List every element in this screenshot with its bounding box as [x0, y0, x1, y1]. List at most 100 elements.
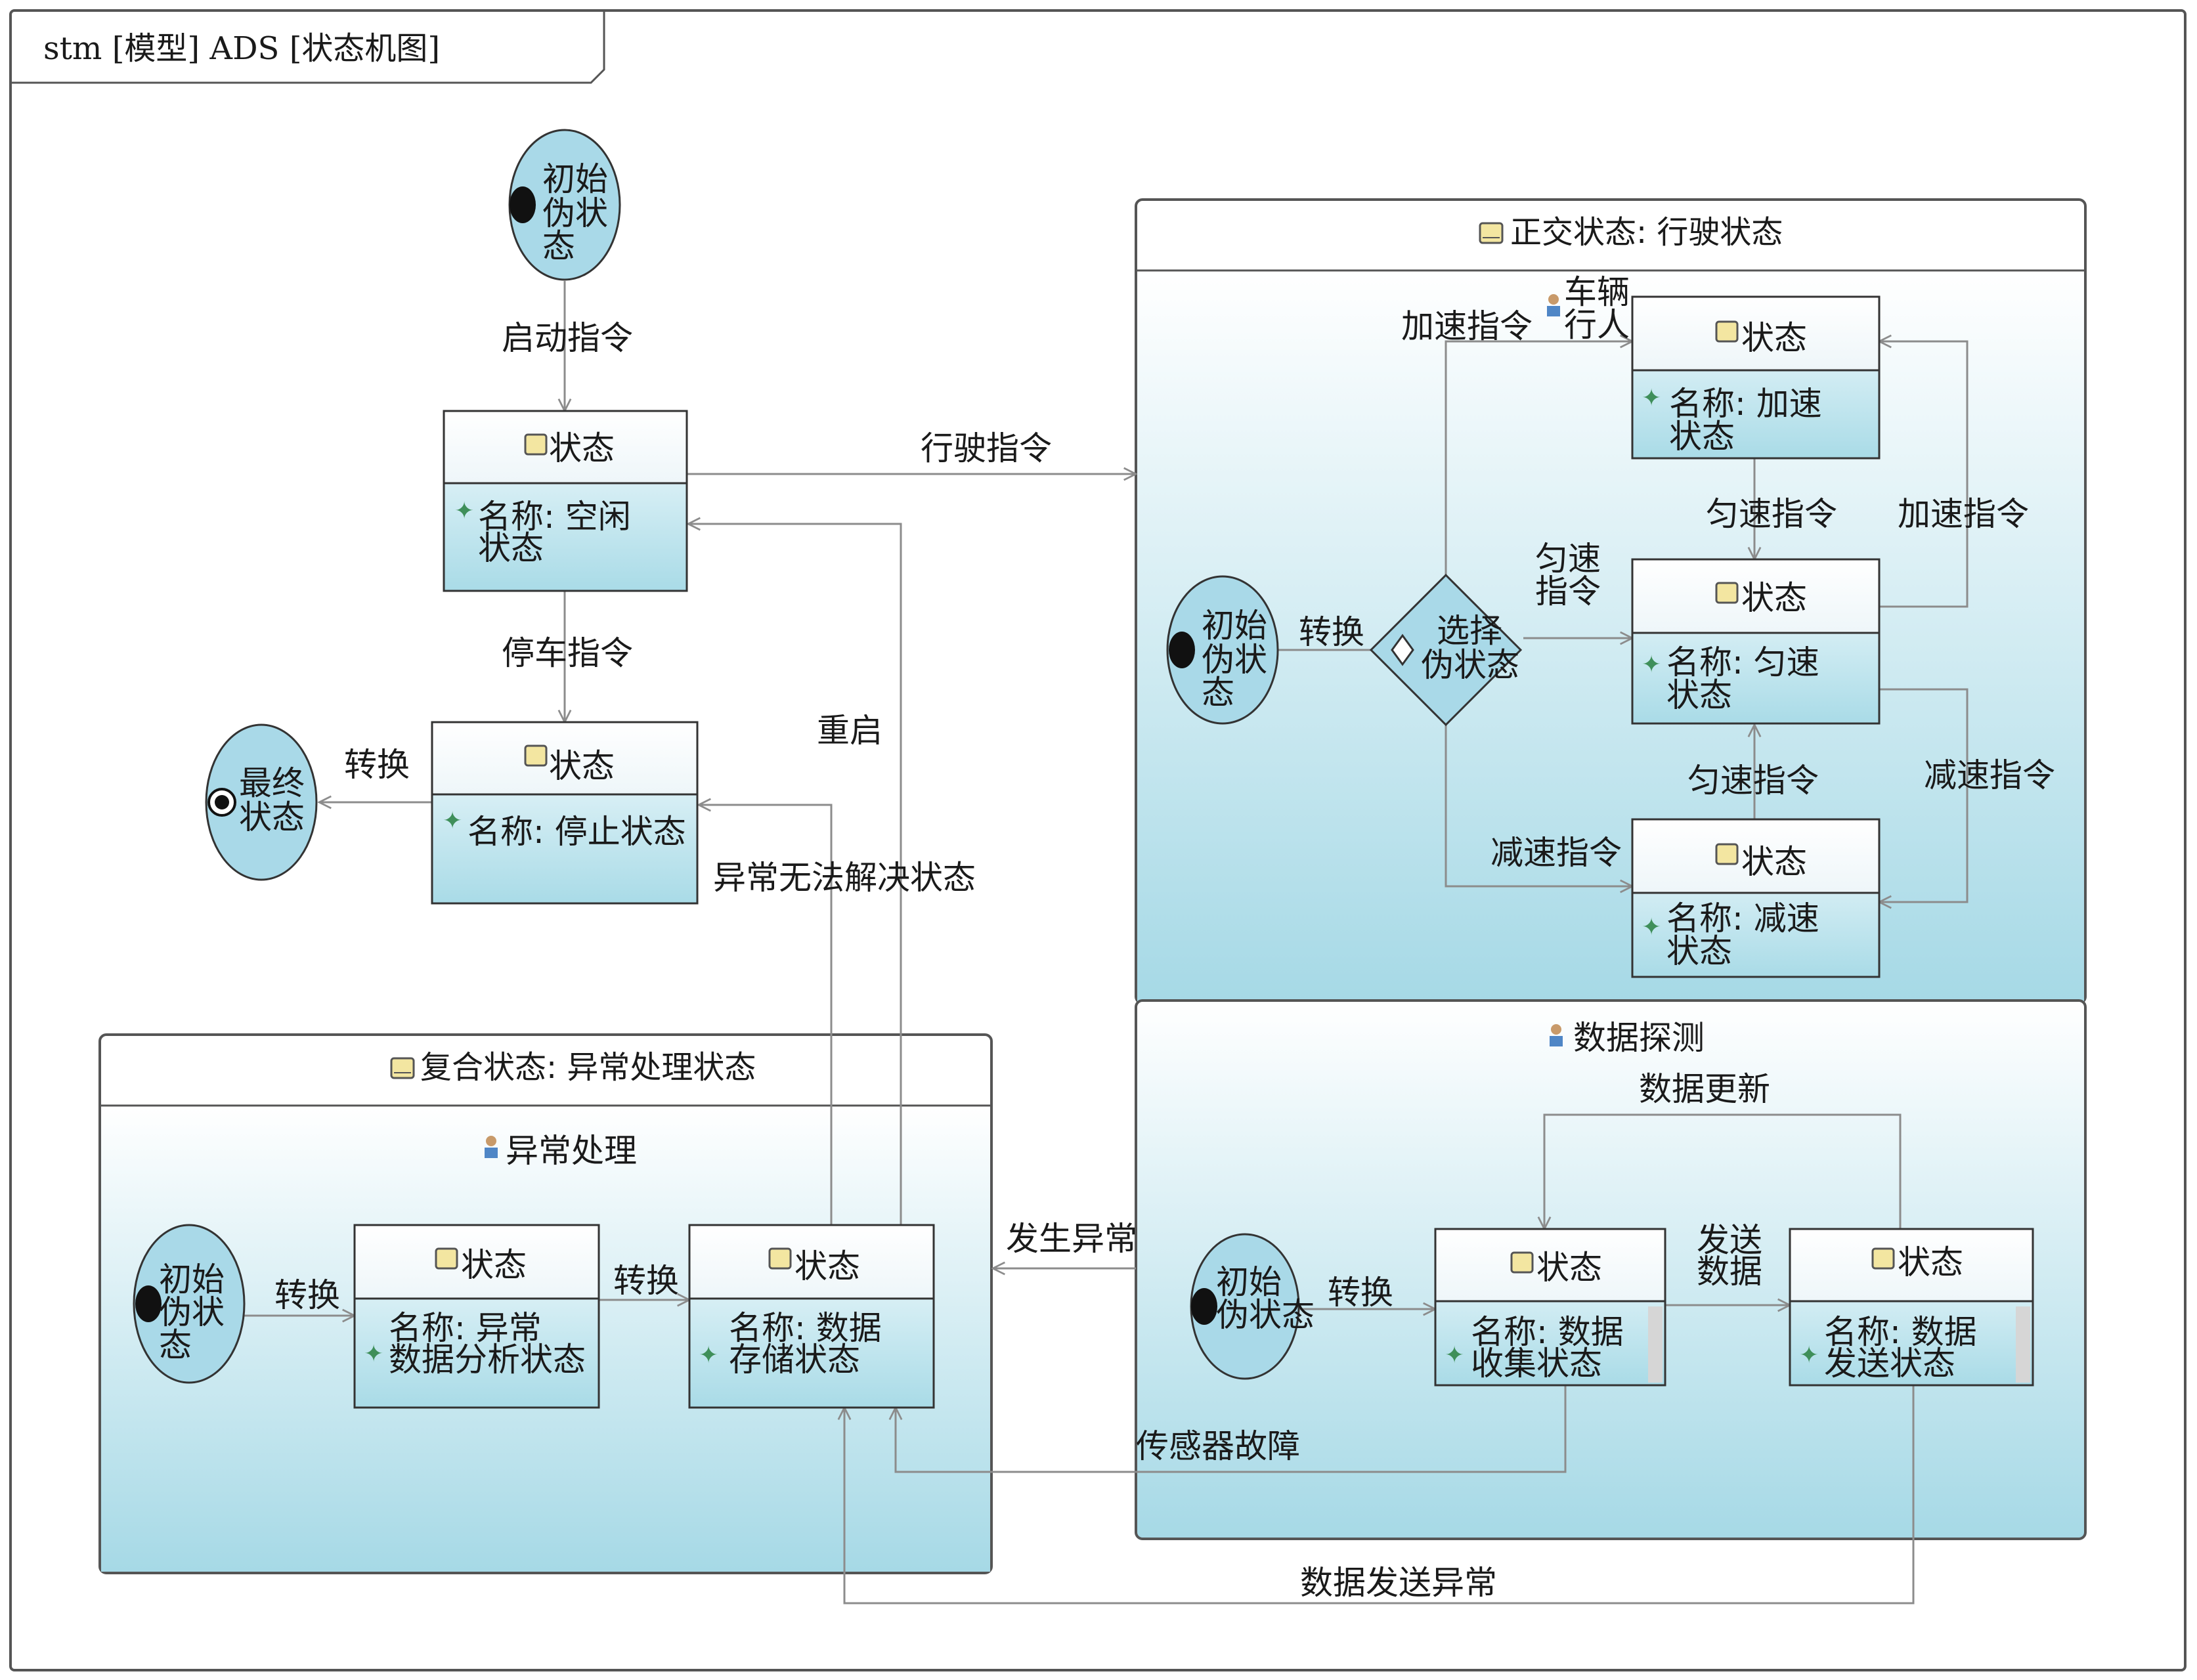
name-property-icon: ✦ [454, 498, 474, 525]
name-property-icon: ✦ [699, 1342, 718, 1369]
initial-label: 初始 [1216, 1263, 1282, 1301]
driving-title: 正交状态: 行驶状态 [1510, 214, 1783, 251]
transition-labels: 启动指令 停车指令 转换 行驶指令 重启 异常无法解决状态 转换 加速指令 匀速… [274, 307, 2055, 1602]
state-accelerate[interactable]: 状态 ✦ 名称: 加速 状态 [1631, 295, 1881, 460]
label-decel-to-uniform: 匀速指令 [1687, 762, 1819, 800]
name-property-icon: ✦ [443, 808, 462, 834]
state-name: 状态 [1666, 676, 1732, 714]
state-name: 名称: 减速 [1666, 899, 1819, 937]
initial-label: 伪状 [1202, 641, 1267, 679]
label-uniform-to-accel: 加速指令 [1898, 495, 2029, 533]
final-state[interactable]: 最终 状态 [205, 723, 318, 881]
name-property-icon: ✦ [1642, 385, 1661, 412]
state-header: 状态 [1741, 843, 1807, 881]
scrollbar[interactable] [1648, 1306, 1663, 1383]
state-data-collect[interactable]: 状态 ✦ 名称: 数据 收集状态 [1434, 1228, 1666, 1387]
initial-label: 态 [1202, 674, 1234, 712]
state-icon [1510, 1251, 1534, 1274]
label-sensor-fault: 传感器故障 [1136, 1427, 1300, 1465]
scrollbar[interactable] [2016, 1306, 2030, 1383]
state-name: 名称: 加速 [1669, 385, 1822, 423]
transition-uniform-to-decel [1879, 688, 1969, 902]
transitions [244, 281, 1969, 1605]
label-send-data: 数据 [1697, 1253, 1762, 1291]
frame-title: stm [模型] ADS [状态机图] [43, 30, 440, 67]
region-label-exception: 异常处理 [485, 1132, 637, 1170]
state-decelerate[interactable]: 状态 ✦ 名称: 减速 状态 [1631, 818, 1881, 978]
label-exception-transition: 转换 [274, 1276, 340, 1314]
state-name: 名称: 空闲 [478, 498, 631, 536]
initial-label: 态 [159, 1326, 192, 1364]
state-icon [1871, 1247, 1895, 1270]
state-name: 状态 [1669, 418, 1735, 456]
transition-restart [688, 524, 902, 1225]
state-data-send[interactable]: 状态 ✦ 名称: 数据 发送状态 [1789, 1228, 2034, 1387]
state-name: 名称: 数据 [729, 1309, 882, 1347]
initial-label: 初始 [1202, 607, 1267, 645]
state-stop[interactable]: 状态 ✦ 名称: 停止状态 [431, 721, 699, 905]
region-label: 行人 [1564, 306, 1630, 344]
label-restart: 重启 [817, 712, 882, 750]
diagram-frame: stm [模型] ADS [状态机图] [9, 9, 2186, 1671]
initial-label: 伪状 [159, 1293, 225, 1331]
state-name: 存储状态 [729, 1341, 860, 1379]
region-label: 车辆 [1564, 273, 1630, 311]
state-header: 状态 [1898, 1243, 1963, 1282]
region-label-detection: 数据探测 [1550, 1019, 1705, 1057]
choice-pseudostate[interactable]: 选择 伪状态 [1369, 573, 1523, 727]
label-send-error: 数据发送异常 [1300, 1564, 1497, 1602]
label-uniform-command: 匀速 [1535, 540, 1601, 578]
state-header: 状态 [794, 1247, 860, 1285]
region-icon [1550, 1024, 1563, 1046]
label-detect-transition: 转换 [1328, 1274, 1393, 1312]
state-header: 状态 [461, 1246, 527, 1284]
initial-pseudostate-top[interactable]: 初始 伪状 态 [508, 129, 621, 281]
final-label: 状态 [239, 798, 305, 836]
initial-label: 初始 [159, 1260, 225, 1299]
label-stop-command: 停车指令 [502, 634, 633, 672]
region-label: 异常处理 [506, 1132, 637, 1170]
state-icon [1715, 843, 1739, 865]
state-exception-analysis[interactable]: 状态 ✦ 名称: 异常 数据分析状态 [353, 1224, 600, 1409]
state-name: 收集状态 [1471, 1345, 1602, 1383]
state-name: 状态 [478, 529, 544, 567]
state-icon [390, 1057, 415, 1079]
label-uniform-to-decel: 减速指令 [1924, 756, 2055, 794]
label-accel-command: 加速指令 [1401, 307, 1533, 345]
label-error-occurs: 发生异常 [1006, 1220, 1137, 1258]
state-name: 名称: 数据 [1824, 1313, 1977, 1351]
state-uniform[interactable]: 状态 ✦ 名称: 匀速 状态 [1631, 558, 1881, 725]
state-name: 名称: 匀速 [1666, 643, 1819, 681]
state-header: 状态 [1741, 319, 1807, 357]
label-drive-transition: 转换 [1299, 613, 1364, 651]
state-header: 状态 [1536, 1249, 1602, 1287]
state-idle[interactable]: 状态 ✦ 名称: 空闲 状态 [443, 410, 688, 592]
transition-update [1544, 1113, 1902, 1229]
initial-pseudostate-exception[interactable]: 初始 伪状 态 [133, 1224, 246, 1384]
state-header: 状态 [1741, 579, 1807, 617]
transition-send-error [844, 1385, 1915, 1605]
region-icon [1547, 294, 1560, 316]
state-name: 数据分析状态 [389, 1341, 586, 1379]
label-exception-transition: 转换 [613, 1262, 679, 1300]
label-data-update: 数据更新 [1639, 1070, 1770, 1108]
label-decel-command: 减速指令 [1490, 834, 1622, 872]
label-drive-command: 行驶指令 [921, 429, 1052, 467]
state-name: 发送状态 [1824, 1345, 1955, 1383]
initial-pseudostate-detect[interactable]: 初始 伪状态 [1190, 1233, 1315, 1380]
label-start-command: 启动指令 [502, 319, 633, 357]
initial-pseudostate-driving[interactable]: 初始 伪状 态 [1166, 575, 1279, 725]
final-label: 最终 [239, 764, 305, 802]
region-label: 数据探测 [1573, 1019, 1705, 1057]
state-name: 名称: 停止状态 [468, 813, 686, 851]
initial-label: 初始 [542, 160, 608, 198]
state-icon [1479, 222, 1504, 244]
transition-decel [1445, 720, 1632, 886]
state-icon [524, 433, 548, 456]
state-header: 状态 [549, 429, 615, 467]
state-data-storage[interactable]: 状态 ✦ 名称: 数据 存储状态 [688, 1224, 935, 1409]
label-uniform-command: 指令 [1535, 572, 1601, 611]
name-property-icon: ✦ [1445, 1342, 1464, 1369]
state-icon [435, 1247, 458, 1270]
